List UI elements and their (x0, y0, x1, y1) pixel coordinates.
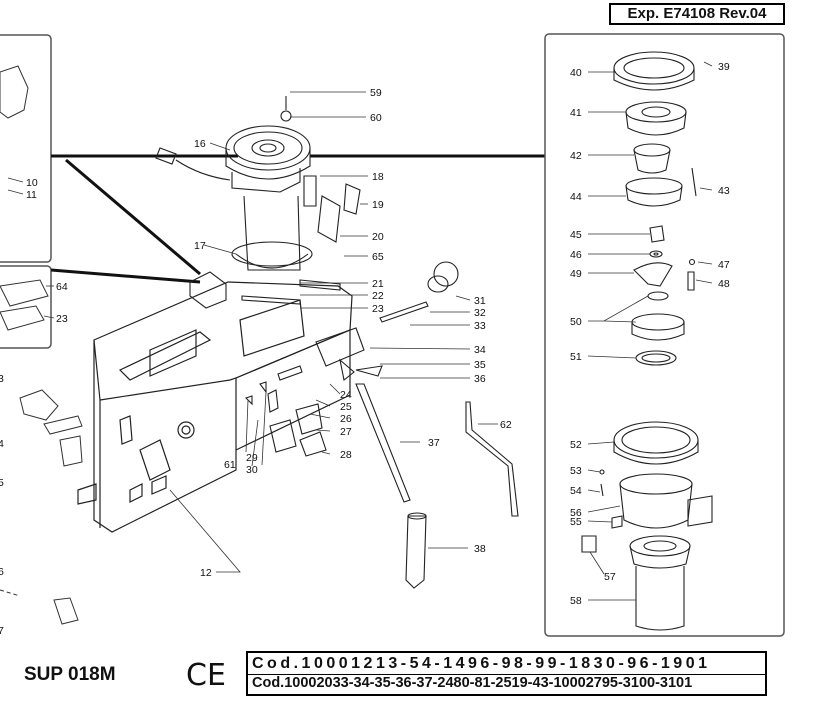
callout: 10 (26, 177, 38, 189)
model-name: SUP 018M (24, 664, 116, 685)
ce-mark-icon: CE (186, 658, 226, 693)
ce-mark-text: CE (186, 658, 226, 693)
revision-reference: Exp. E74108 Rev.04 (627, 5, 767, 22)
code-line-1: Cod.10001213-54-1496-98-99-1830-96-1901 (252, 655, 711, 672)
callout: 42 (570, 150, 582, 162)
callout: 39 (718, 61, 730, 73)
callout: 21 (372, 278, 384, 290)
callout: 51 (570, 351, 582, 363)
callout: 20 (372, 231, 384, 243)
callout: 23 (56, 313, 68, 325)
grinder-assembly-main (155, 96, 361, 309)
callout: 31 (474, 295, 486, 307)
callout: 37 (428, 437, 440, 449)
callout: 64 (56, 281, 68, 293)
callout: 38 (474, 543, 486, 555)
callout: 65 (372, 251, 384, 263)
code-line-2: Cod.10002033-34-35-36-37-2480-81-2519-43… (252, 675, 693, 691)
right-panel-callouts: 40 39 41 42 44 43 45 46 47 49 48 50 51 5… (570, 61, 730, 607)
callout: 35 (474, 359, 486, 371)
callout: 53 (570, 465, 582, 477)
callout: 19 (372, 199, 384, 211)
callout-leader-lines (7, 61, 713, 601)
callout: 54 (570, 485, 582, 497)
callout: 48 (718, 278, 730, 290)
callout: 25 (340, 401, 352, 413)
callout: 5 (0, 477, 4, 489)
callout: 36 (474, 373, 486, 385)
callout: 7 (0, 625, 4, 637)
callout: 11 (26, 189, 37, 201)
callout: 58 (570, 595, 582, 607)
callout: 47 (718, 259, 730, 271)
callout: 23 (372, 303, 384, 315)
right-panel-parts (581, 51, 713, 631)
revision-reference-box: Exp. E74108 Rev.04 (609, 3, 785, 25)
callout: 16 (194, 138, 206, 150)
callout: 6 (0, 566, 4, 578)
callout: 18 (372, 171, 384, 183)
left-panel-parts (0, 65, 83, 625)
callout: 24 (340, 389, 352, 401)
main-callouts: 59 60 16 18 19 20 65 17 21 22 23 31 32 3… (194, 87, 512, 579)
callout: 17 (194, 240, 206, 252)
callout: 55 (570, 516, 582, 528)
right-detail-panel (544, 33, 785, 637)
main-machine-body (77, 281, 353, 533)
callout: 62 (500, 419, 512, 431)
callout: 46 (570, 249, 582, 261)
callout: 52 (570, 439, 582, 451)
callout: 45 (570, 229, 582, 241)
callout: 29 (246, 452, 258, 464)
callout: 22 (372, 290, 384, 302)
callout: 41 (570, 107, 582, 119)
callout: 32 (474, 307, 486, 319)
connector-lines (50, 154, 545, 284)
callout: 40 (570, 67, 582, 79)
callout: 4 (0, 438, 4, 450)
part-code-box: Cod.10001213-54-1496-98-99-1830-96-1901 … (246, 651, 767, 696)
callout: 34 (474, 344, 486, 356)
callout: 33 (474, 320, 486, 332)
callout: 57 (604, 571, 616, 583)
callout: 50 (570, 316, 582, 328)
left-detail-panel (0, 34, 52, 349)
callout: 49 (570, 268, 582, 280)
callout: 59 (370, 87, 382, 99)
callout: 26 (340, 413, 352, 425)
callout: 12 (200, 567, 212, 579)
callout: 61 (224, 459, 236, 471)
steam-group-parts (244, 261, 519, 589)
code-divider (248, 674, 765, 675)
callout: 43 (718, 185, 730, 197)
callout: 56 (570, 507, 582, 519)
callout: 60 (370, 112, 382, 124)
callout: 44 (570, 191, 582, 203)
callout: 30 (246, 464, 258, 476)
callout: 27 (340, 426, 352, 438)
callout: 28 (340, 449, 352, 461)
callout: 3 (0, 373, 4, 385)
left-panel-callouts: 10 11 64 23 3 4 5 6 7 (0, 177, 68, 637)
